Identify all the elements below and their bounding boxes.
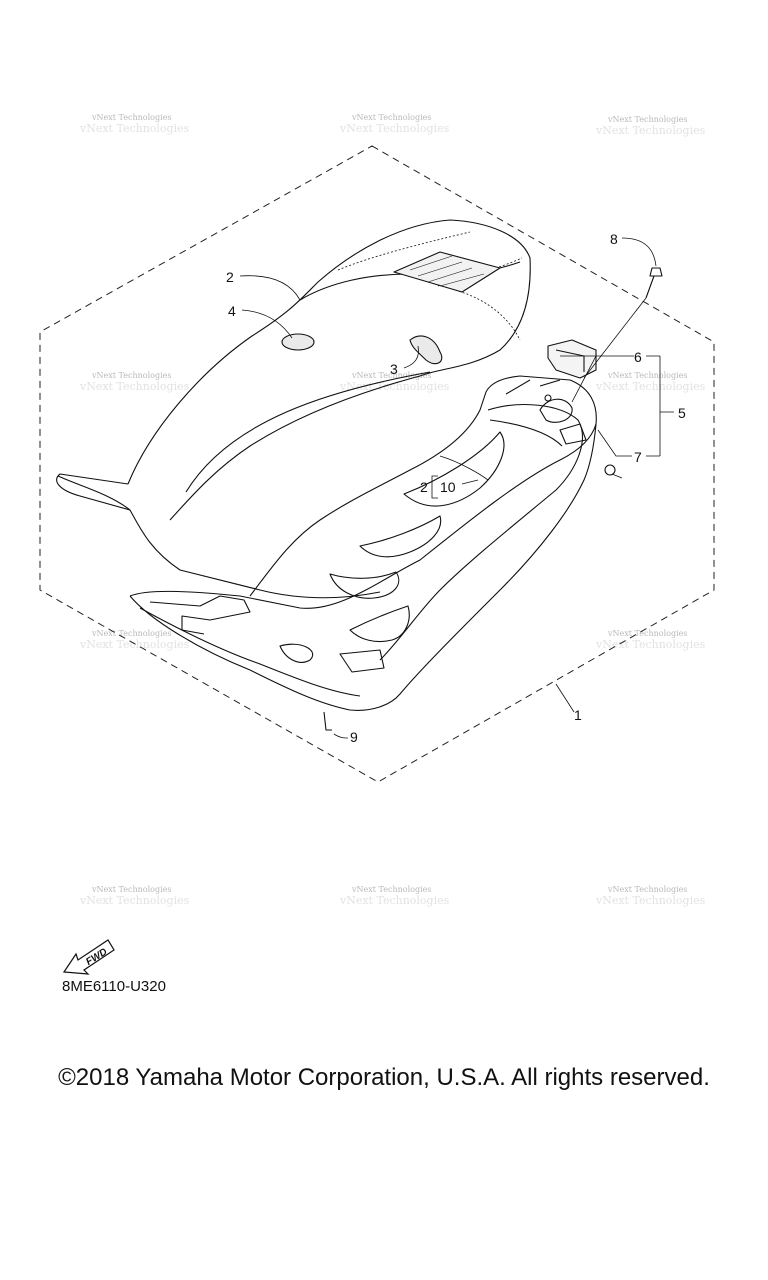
part-10-line <box>439 455 489 481</box>
seat-base-outline <box>129 375 597 609</box>
seat-base-bottom <box>129 423 597 711</box>
svg-text:vNext Technologies: vNext Technologies <box>91 629 171 638</box>
svg-text:vNext Technologies: vNext Technologies <box>607 371 687 380</box>
svg-text:vNext Technologies: vNext Technologies <box>595 894 706 907</box>
callout-2: 2 <box>226 269 234 285</box>
base-cutout <box>349 605 410 643</box>
callout-1: 1 <box>574 707 582 723</box>
callout-3: 3 <box>390 361 398 377</box>
copyright-notice: ©2018 Yamaha Motor Corporation, U.S.A. A… <box>58 1064 710 1091</box>
callout-leaders <box>239 237 674 739</box>
seat-base-rim <box>139 607 361 697</box>
base-pocket-2 <box>359 515 442 558</box>
nut <box>604 464 616 476</box>
seat-strap <box>409 335 443 365</box>
svg-text:vNext Technologies: vNext Technologies <box>79 380 190 393</box>
seat-side-line-2 <box>56 473 131 511</box>
callout-10-prefix: 2 <box>420 479 428 495</box>
leader-6 <box>560 355 660 403</box>
leader-8 <box>621 237 657 267</box>
callout-6: 6 <box>634 349 642 365</box>
leader-1 <box>555 683 575 713</box>
base-front-latch <box>149 595 251 635</box>
svg-text:vNext Technologies: vNext Technologies <box>79 894 190 907</box>
svg-text:vNext Technologies: vNext Technologies <box>339 122 450 135</box>
latch-mechanism <box>539 398 587 445</box>
callout-5: 5 <box>678 405 686 421</box>
leader-3 <box>403 345 419 369</box>
leader-2 <box>239 275 301 301</box>
seat-grip-panel <box>393 251 501 293</box>
seat-assembly <box>56 219 663 731</box>
base-pocket-3 <box>329 571 400 599</box>
callout-7: 7 <box>634 449 642 465</box>
callout-4: 4 <box>228 303 236 319</box>
clip <box>323 711 332 731</box>
callout-10: 10 <box>440 479 456 495</box>
svg-text:vNext Technologies: vNext Technologies <box>351 885 431 894</box>
svg-text:vNext Technologies: vNext Technologies <box>351 371 431 380</box>
svg-text:vNext Technologies: vNext Technologies <box>91 113 171 122</box>
svg-text:vNext Technologies: vNext Technologies <box>595 638 706 651</box>
svg-text:vNext Technologies: vNext Technologies <box>607 885 687 894</box>
bolt-leader <box>583 297 647 379</box>
grip-pattern <box>409 255 485 287</box>
svg-text:vNext Technologies: vNext Technologies <box>91 885 171 894</box>
svg-text:vNext Technologies: vNext Technologies <box>79 122 190 135</box>
leader-4 <box>241 309 293 339</box>
seat-base-inner <box>379 404 583 661</box>
svg-text:vNext Technologies: vNext Technologies <box>339 380 450 393</box>
callout-9: 9 <box>350 729 358 745</box>
seat-front-skirt <box>57 475 381 599</box>
svg-text:vNext Technologies: vNext Technologies <box>607 629 687 638</box>
fwd-arrow-icon: FWD <box>62 939 115 975</box>
svg-text:vNext Technologies: vNext Technologies <box>79 638 190 651</box>
svg-text:vNext Technologies: vNext Technologies <box>595 380 706 393</box>
leader-7 <box>597 429 660 457</box>
svg-text:vNext Technologies: vNext Technologies <box>607 115 687 124</box>
seat-emblem <box>281 333 315 351</box>
callouts: 1 2 3 4 5 6 7 8 9 2 10 <box>226 231 686 745</box>
svg-text:vNext Technologies: vNext Technologies <box>91 371 171 380</box>
bolt <box>645 267 663 299</box>
leader-5 <box>659 356 674 456</box>
base-feature <box>279 643 385 673</box>
callout-8: 8 <box>610 231 618 247</box>
base-pocket-1 <box>403 431 505 507</box>
svg-text:vNext Technologies: vNext Technologies <box>595 124 706 137</box>
leader-10 <box>431 475 479 499</box>
leader-9 <box>333 733 349 739</box>
seat-cushion-outline <box>127 219 531 521</box>
part-code: 8ME6110-U320 <box>62 978 166 995</box>
nut-line <box>611 473 623 479</box>
latch-hole <box>544 394 552 402</box>
svg-text:vNext Technologies: vNext Technologies <box>339 894 450 907</box>
base-rear-lines <box>489 379 563 447</box>
seat-side-line <box>185 371 431 493</box>
svg-text:vNext Technologies: vNext Technologies <box>351 113 431 122</box>
